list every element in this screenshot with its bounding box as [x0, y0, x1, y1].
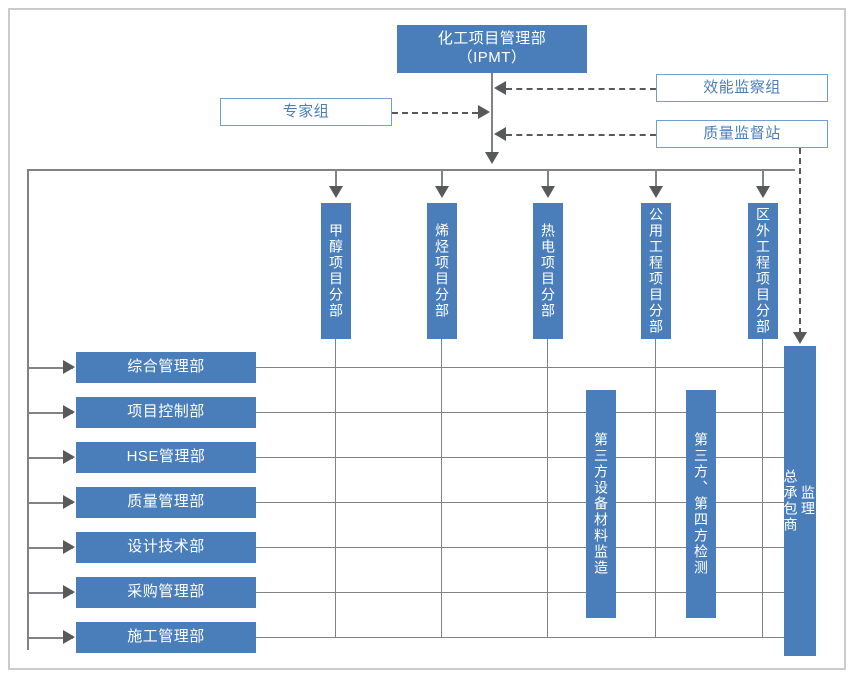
- box-third-party-equipment-inspection[interactable]: 第三方设备材料监造: [586, 390, 616, 618]
- arrow-division-3-down-icon: [541, 186, 555, 198]
- dept-hse-management-label: HSE管理部: [126, 448, 206, 466]
- box-division-utility-engineering[interactable]: 公用工程项目分部: [641, 203, 671, 339]
- grid-vline-division-2: [441, 339, 442, 637]
- grid-hline-dept-6: [256, 592, 793, 593]
- grid-vline-division-1: [335, 339, 336, 637]
- expert-group-label: 专家组: [282, 102, 330, 120]
- arrow-dept-1-right-icon: [63, 360, 75, 374]
- bus-horizontal-top: [27, 169, 795, 171]
- feed-line-dept-2: [27, 412, 73, 414]
- drop-line-division-5: [762, 169, 764, 189]
- arrow-dept-2-right-icon: [63, 405, 75, 419]
- arrow-dept-6-right-icon: [63, 585, 75, 599]
- drop-line-division-2: [441, 169, 443, 189]
- dept-procurement-management-label: 采购管理部: [127, 583, 205, 601]
- dash-expert-to-trunk: [392, 112, 478, 114]
- box-third-fourth-party-testing[interactable]: 第三方、第四方检测: [686, 390, 716, 618]
- box-division-thermal-power[interactable]: 热电项目分部: [533, 203, 563, 339]
- arrow-quality-down-icon: [793, 332, 807, 344]
- ipmt-title-line2: （IPMT）: [457, 49, 527, 66]
- arrow-division-1-down-icon: [329, 186, 343, 198]
- efficiency-inspection-label: 效能监察组: [703, 78, 781, 96]
- grid-vline-division-4: [655, 339, 656, 637]
- arrow-dept-4-right-icon: [63, 495, 75, 509]
- box-division-methanol[interactable]: 甲醇项目分部: [321, 203, 351, 339]
- division-offsite-label: 区外工程项目分部: [755, 207, 771, 335]
- grid-hline-dept-2: [256, 412, 793, 413]
- box-division-olefin[interactable]: 烯烃项目分部: [427, 203, 457, 339]
- drop-line-division-1: [335, 169, 337, 189]
- box-quality-supervision-station[interactable]: 质量监督站: [656, 120, 828, 148]
- third-party-equipment-label: 第三方设备材料监造: [593, 432, 609, 576]
- box-efficiency-inspection[interactable]: 效能监察组: [656, 74, 828, 102]
- third-fourth-party-testing-label: 第三方、第四方检测: [693, 432, 709, 576]
- arrow-dept-5-right-icon: [63, 540, 75, 554]
- feed-line-dept-4: [27, 502, 73, 504]
- dept-design-technology-label: 设计技术部: [127, 538, 205, 556]
- arrow-expert-right-icon: [478, 105, 490, 119]
- feed-line-dept-6: [27, 592, 73, 594]
- box-ipmt[interactable]: 化工项目管理部 （IPMT）: [397, 25, 587, 73]
- bus-vertical-left: [27, 169, 29, 650]
- feed-line-dept-1: [27, 367, 73, 369]
- feed-line-dept-5: [27, 547, 73, 549]
- box-supervisor-contractor-column[interactable]: 监理 总承包商: [782, 346, 816, 656]
- contractor-label: 总承包商: [782, 469, 799, 533]
- quality-supervision-label: 质量监督站: [703, 124, 781, 142]
- grid-hline-dept-7: [256, 637, 793, 638]
- grid-vline-division-3: [547, 339, 548, 637]
- feed-line-dept-3: [27, 457, 73, 459]
- trunk-arrow-down-icon: [485, 152, 499, 164]
- box-dept-quality-management[interactable]: 质量管理部: [76, 487, 256, 518]
- box-division-offsite-engineering[interactable]: 区外工程项目分部: [748, 203, 778, 339]
- feed-line-dept-7: [27, 637, 73, 639]
- box-dept-general-management[interactable]: 综合管理部: [76, 352, 256, 383]
- dash-quality-to-trunk: [506, 134, 656, 136]
- division-thermal-power-label: 热电项目分部: [540, 223, 556, 319]
- box-expert-group[interactable]: 专家组: [220, 98, 392, 126]
- box-dept-construction-management[interactable]: 施工管理部: [76, 622, 256, 653]
- trunk-line-ipmt: [491, 73, 493, 155]
- dash-quality-to-supervisor-column: [799, 148, 801, 334]
- division-utility-label: 公用工程项目分部: [648, 207, 664, 335]
- drop-line-division-4: [655, 169, 657, 189]
- arrow-dept-3-right-icon: [63, 450, 75, 464]
- grid-hline-dept-1: [256, 367, 793, 368]
- box-dept-procurement-management[interactable]: 采购管理部: [76, 577, 256, 608]
- dept-construction-management-label: 施工管理部: [127, 628, 205, 646]
- arrow-quality-left-icon: [494, 127, 506, 141]
- grid-vline-division-5: [762, 339, 763, 637]
- division-olefin-label: 烯烃项目分部: [434, 223, 450, 319]
- box-dept-project-control[interactable]: 项目控制部: [76, 397, 256, 428]
- arrow-division-4-down-icon: [649, 186, 663, 198]
- drop-line-division-3: [547, 169, 549, 189]
- supervisor-label: 监理: [800, 485, 816, 517]
- dept-general-management-label: 综合管理部: [127, 358, 205, 376]
- box-dept-hse-management[interactable]: HSE管理部: [76, 442, 256, 473]
- arrow-dept-7-right-icon: [63, 630, 75, 644]
- dash-efficiency-to-trunk: [506, 88, 656, 90]
- box-dept-design-technology[interactable]: 设计技术部: [76, 532, 256, 563]
- diagram-frame: [8, 8, 846, 670]
- grid-hline-dept-4: [256, 502, 793, 503]
- grid-hline-dept-5: [256, 547, 793, 548]
- arrow-division-2-down-icon: [435, 186, 449, 198]
- dept-quality-management-label: 质量管理部: [127, 493, 205, 511]
- arrow-division-5-down-icon: [756, 186, 770, 198]
- arrow-efficiency-left-icon: [494, 81, 506, 95]
- division-methanol-label: 甲醇项目分部: [328, 223, 344, 319]
- dept-project-control-label: 项目控制部: [127, 403, 205, 421]
- grid-hline-dept-3: [256, 457, 793, 458]
- ipmt-title-line1: 化工项目管理部: [437, 30, 547, 48]
